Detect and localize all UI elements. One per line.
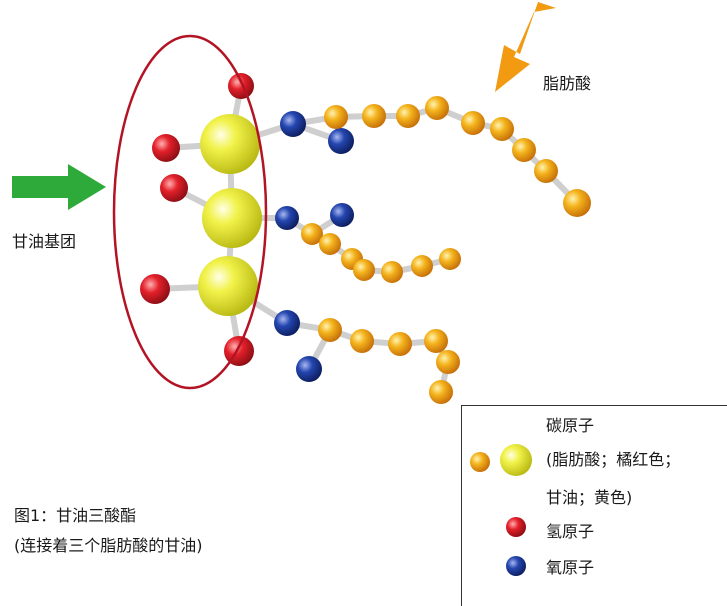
oxygen-atom (328, 128, 354, 154)
fatty-carbon-atom (439, 248, 461, 270)
fatty-carbon-atom (436, 350, 460, 374)
legend-carbon-description-line2: 甘油；黄色) (546, 488, 633, 507)
fatty-carbon-atom (388, 332, 412, 356)
fatty-carbon-atom (425, 96, 449, 120)
oxygen-atom (274, 310, 300, 336)
legend-oxygen-label: 氧原子 (546, 558, 595, 577)
hydrogen-atom (152, 134, 180, 162)
fatty-carbon-atom (429, 380, 453, 404)
hydrogen-atom (140, 274, 170, 304)
molecular-atoms (140, 73, 591, 404)
fatty-carbon-atom (301, 223, 323, 245)
fatty-carbon-atom (353, 259, 375, 281)
fatty-acid-pointer-arrow (495, 2, 556, 92)
fatty-carbon-atom (396, 104, 420, 128)
fatty-acid-label: 脂肪酸 (543, 74, 592, 93)
glycerol-pointer-arrow (12, 164, 106, 210)
fatty-carbon-atom (324, 105, 348, 129)
oxygen-atom (296, 356, 322, 382)
fatty-carbon-atom (362, 104, 386, 128)
legend-hydrogen-label: 氢原子 (546, 522, 595, 541)
fatty-carbon-atom (490, 117, 514, 141)
legend-glycerol-carbon-swatch (500, 444, 532, 476)
fatty-carbon-atom (411, 255, 433, 277)
figure-caption-subtitle: (连接着三个脂肪酸的甘油) (14, 536, 203, 555)
legend-panel (461, 405, 727, 606)
legend-swatches (470, 444, 532, 576)
fatty-carbon-atom (534, 159, 558, 183)
fatty-carbon-atom (512, 138, 536, 162)
legend-fatty-carbon-swatch (470, 452, 490, 472)
oxygen-atom (330, 203, 354, 227)
fatty-carbon-atom (563, 189, 591, 217)
glycerol-carbon-atom (200, 114, 260, 174)
glycerol-carbon-atom (202, 188, 262, 248)
glycerol-carbon-atom (198, 256, 258, 316)
fatty-carbon-atom (319, 233, 341, 255)
legend-oxygen-swatch (506, 556, 526, 576)
legend-hydrogen-swatch (506, 517, 526, 537)
fatty-carbon-atom (381, 261, 403, 283)
legend-carbon-description-line1: (脂肪酸；橘红色； (546, 450, 681, 469)
oxygen-atom (280, 111, 306, 137)
hydrogen-atom (160, 174, 188, 202)
fatty-carbon-atom (461, 111, 485, 135)
fatty-carbon-atom (318, 318, 342, 342)
legend-carbon-title: 碳原子 (546, 416, 595, 435)
hydrogen-atom (228, 73, 254, 99)
glycerol-group-label: 甘油基团 (12, 232, 77, 251)
glycerol-group-outline (112, 34, 268, 390)
figure-caption-title: 图1：甘油三酸酯 (14, 506, 137, 525)
hydrogen-atom (224, 336, 254, 366)
fatty-carbon-atom (424, 329, 448, 353)
oxygen-atom (275, 206, 299, 230)
fatty-carbon-atom (350, 329, 374, 353)
